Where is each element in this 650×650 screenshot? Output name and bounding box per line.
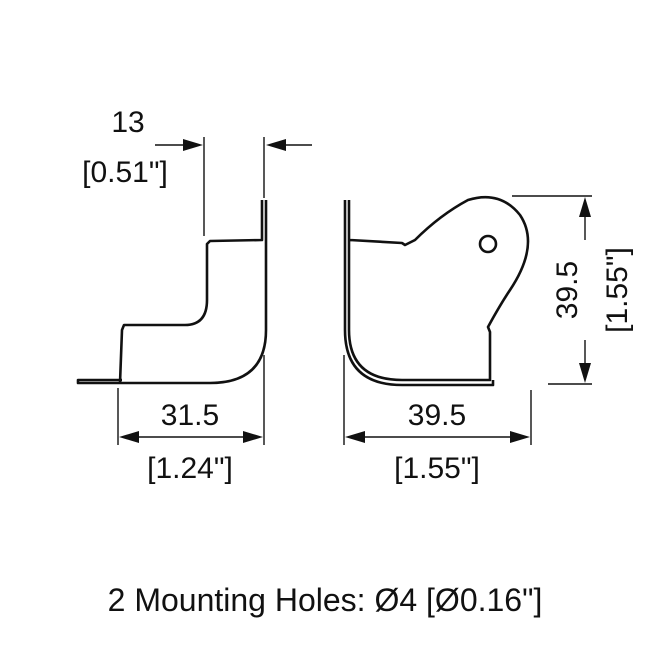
- front-view-part: [343, 195, 530, 387]
- front-height-inch: [1.55"]: [601, 247, 634, 333]
- front-width-inch: [1.55"]: [394, 452, 480, 485]
- side-view-part: [76, 200, 268, 385]
- flange-width-mm: 13: [111, 106, 144, 139]
- side-width-inch: [1.24"]: [147, 452, 233, 485]
- front-width-dimension: 39.5 [1.55"]: [343, 355, 532, 485]
- side-width-dimension: 31.5 [1.24"]: [117, 355, 265, 485]
- flange-width-inch: [0.51"]: [82, 156, 168, 189]
- flange-width-dimension: 13 [0.51"]: [82, 106, 312, 236]
- front-height-mm: 39.5: [551, 261, 584, 319]
- front-height-dimension: 39.5 [1.55"]: [512, 195, 634, 385]
- front-width-mm: 39.5: [408, 399, 466, 432]
- side-width-mm: 31.5: [161, 399, 219, 432]
- mounting-holes-caption: 2 Mounting Holes: Ø4 [Ø0.16"]: [108, 582, 543, 618]
- mounting-hole: [478, 234, 498, 254]
